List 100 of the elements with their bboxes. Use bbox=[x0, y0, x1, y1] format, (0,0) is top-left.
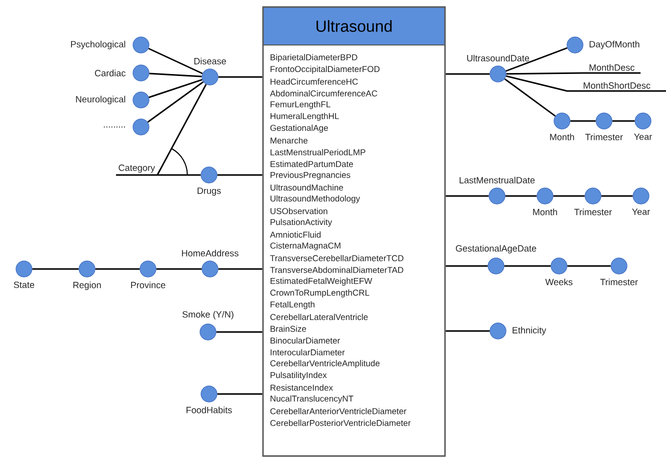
connector-line bbox=[570, 120, 596, 122]
node-label: GestationalAgeDate bbox=[456, 244, 536, 254]
attribute-label: MonthShortDesc bbox=[584, 82, 650, 89]
attribute-node: LastMenstrualDate bbox=[460, 176, 535, 204]
measure-name: CerebellarLateralVentricle bbox=[270, 314, 368, 320]
attribute-node: Cardiac bbox=[94, 64, 150, 82]
measure-name: CerebellarPosteriorVentricleDiameter bbox=[270, 420, 411, 426]
attribute-node: Month bbox=[533, 188, 558, 216]
measure-name: FemurLengthFL bbox=[270, 101, 330, 110]
connector-line bbox=[116, 174, 201, 176]
measure-name: NucalTranslucencyNT bbox=[270, 395, 354, 404]
measure-name: CerebellarVentricleAmplitude bbox=[270, 360, 380, 368]
measure-name: TransverseAbdominalDiameterTAD bbox=[270, 266, 404, 273]
measure-name: AbdominalCircumferenceAC bbox=[270, 90, 378, 96]
node-label: Trimester bbox=[585, 134, 623, 140]
node-label: Region bbox=[73, 282, 101, 290]
connector-line bbox=[506, 72, 641, 75]
measure-name: Menarche bbox=[270, 137, 308, 144]
node-label: Disease bbox=[194, 58, 226, 64]
attribute-node: Trimester bbox=[585, 112, 623, 140]
connector-line bbox=[217, 393, 262, 395]
measure-name: PulsationActivity bbox=[270, 218, 332, 227]
connector-line bbox=[553, 195, 585, 197]
attribute-node: Ethnicity bbox=[490, 322, 546, 340]
measure-name: BinocularDiameter bbox=[270, 337, 340, 344]
node-label: Cardiac bbox=[94, 70, 126, 76]
measure-name: ResistanceIndex bbox=[270, 384, 333, 391]
connector-line bbox=[505, 195, 537, 197]
attribute-node: GestationalAgeDate bbox=[456, 244, 536, 274]
node-label: Year bbox=[634, 134, 652, 140]
measure-name: HumeralLengthHL bbox=[270, 112, 339, 121]
measure-name: FrontoOccipitalDiameterFOD bbox=[270, 66, 380, 74]
node-label: ......... bbox=[104, 126, 125, 128]
attribute-node: Trimester bbox=[574, 188, 612, 216]
attribute-node: Trimester bbox=[600, 258, 638, 286]
table-title: Ultrasound bbox=[316, 20, 392, 32]
connector-line bbox=[156, 84, 207, 176]
node-label: Drugs bbox=[198, 188, 221, 196]
node-label: FoodHabits bbox=[186, 406, 232, 414]
fact-table bbox=[262, 6, 446, 457]
connector-line bbox=[506, 75, 666, 92]
node-label: Weeks bbox=[545, 278, 572, 286]
measure-name: UltrasoundMethodology bbox=[270, 195, 360, 204]
node-label: Ethnicity bbox=[512, 326, 546, 336]
attribute-node: Year bbox=[634, 112, 652, 140]
measure-name: FetalLength bbox=[270, 301, 314, 310]
connector-line bbox=[148, 48, 203, 74]
attribute-node: Drugs bbox=[198, 166, 221, 196]
measure-name: BiparietalDiameterBPD bbox=[270, 54, 358, 62]
measure-name: GestationalAge bbox=[270, 124, 328, 133]
connector-line bbox=[446, 73, 490, 75]
node-label: Province bbox=[131, 282, 166, 288]
connector-line bbox=[32, 268, 79, 270]
node-label: UltrasoundDate bbox=[467, 54, 530, 62]
connector-line bbox=[148, 78, 202, 98]
measure-name: LastMenstrualPeriodLMP bbox=[270, 149, 366, 156]
measure-name: CrownToRumpLengthCRL bbox=[270, 289, 370, 298]
connector-line bbox=[149, 72, 202, 78]
measure-name: EstimatedFetalWeightEFW bbox=[270, 278, 372, 286]
connector-line bbox=[601, 195, 633, 197]
attribute-node: DayOfMonth bbox=[566, 36, 640, 54]
node-label: HomeAddress bbox=[182, 250, 238, 256]
node-label: Year bbox=[632, 208, 650, 215]
attribute-node: Region bbox=[73, 260, 101, 290]
attribute-node: UltrasoundDate bbox=[467, 54, 530, 82]
attribute-label: MonthDesc bbox=[590, 64, 634, 71]
measure-name: CerebellarAnteriorVentricleDiameter bbox=[270, 408, 406, 414]
connector-line bbox=[218, 268, 262, 270]
attribute-node: Psychological bbox=[71, 36, 150, 54]
node-label: LastMenstrualDate bbox=[460, 176, 535, 184]
attribute-node: Weeks bbox=[545, 258, 572, 286]
node-label: State bbox=[14, 282, 34, 288]
measure-name: HeadCircumferenceHC bbox=[270, 78, 358, 85]
connector-line bbox=[567, 265, 611, 267]
attribute-node: Neurological bbox=[76, 92, 150, 108]
attribute-node: State bbox=[14, 260, 34, 288]
connector-line bbox=[147, 81, 204, 123]
measure-name: USObservation bbox=[270, 208, 328, 214]
node-label: Neurological bbox=[76, 96, 126, 104]
node-label: Trimester bbox=[574, 208, 612, 216]
connector-line bbox=[156, 268, 202, 270]
attribute-node: Month bbox=[550, 112, 574, 140]
connector-line bbox=[218, 76, 262, 78]
node-label: Psychological bbox=[71, 40, 126, 50]
measure-name: PulsatilityIndex bbox=[270, 372, 327, 380]
measure-name: PreviousPregnancies bbox=[270, 172, 350, 180]
measure-name: EstimatedPartumDate bbox=[270, 160, 354, 168]
measure-name: BrainSize bbox=[270, 326, 306, 332]
attribute-node: Year bbox=[632, 188, 650, 215]
measure-name: InterocularDiameter bbox=[270, 349, 345, 356]
connector-line bbox=[612, 120, 635, 122]
node-label: Trimester bbox=[600, 278, 638, 286]
connector-line bbox=[446, 265, 488, 267]
node-label: DayOfMonth bbox=[590, 40, 640, 50]
measure-name: CisternaMagnaCM bbox=[270, 242, 340, 250]
attribute-node: Disease bbox=[194, 58, 226, 86]
attribute-node: FoodHabits bbox=[186, 386, 232, 414]
connector-line bbox=[217, 174, 262, 176]
connector-line bbox=[216, 331, 262, 333]
attribute-node: ......... bbox=[104, 118, 150, 136]
